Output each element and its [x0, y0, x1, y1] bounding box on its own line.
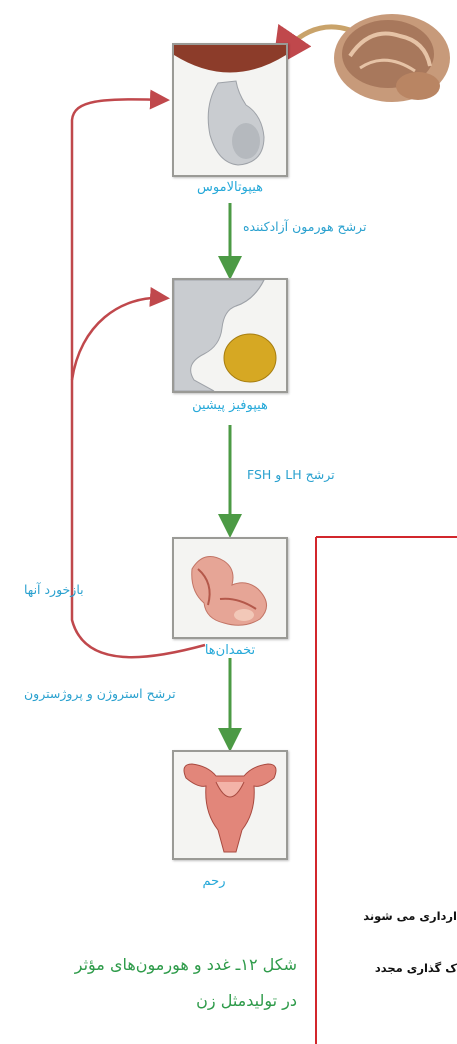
hypothalamus-illustration	[174, 45, 286, 166]
hypothalamus-box	[172, 43, 288, 177]
label-feedback: بازخورد آنها	[24, 582, 84, 597]
ovary-illustration	[191, 556, 267, 626]
pituitary-illustration	[174, 280, 277, 391]
side-text-line-2: ک گذاری مجدد	[374, 961, 457, 975]
side-text-line-1: ارداری می شوند	[363, 909, 457, 923]
label-lh-fsh: ترشح LH و FSH	[247, 467, 335, 482]
brain-image	[330, 6, 452, 110]
feedback-branch-pituitary	[70, 287, 170, 381]
label-releasing-hormone: ترشح هورمون آزادکننده	[243, 219, 367, 234]
label-hypothalamus: هیپوتالاموس	[197, 180, 263, 195]
anterior-pituitary-box	[172, 278, 288, 393]
feedback-line	[70, 89, 206, 659]
figure-caption-line-1: شکل ۱۲ـ غدد و هورمون‌های مؤثر	[74, 955, 297, 974]
figure-caption-line-2: در تولیدمثل زن	[196, 991, 297, 1010]
label-uterus: رحم	[202, 874, 226, 889]
uterus-illustration	[183, 763, 277, 853]
ovaries-box	[172, 537, 288, 639]
uterus-box	[172, 750, 288, 860]
label-estrogen-progesterone: ترشح استروژن و پروژسترون	[24, 686, 176, 701]
label-anterior-pituitary: هیپوفیز پیشین	[192, 398, 268, 413]
label-ovaries: تخمدان‌ها	[204, 643, 256, 658]
